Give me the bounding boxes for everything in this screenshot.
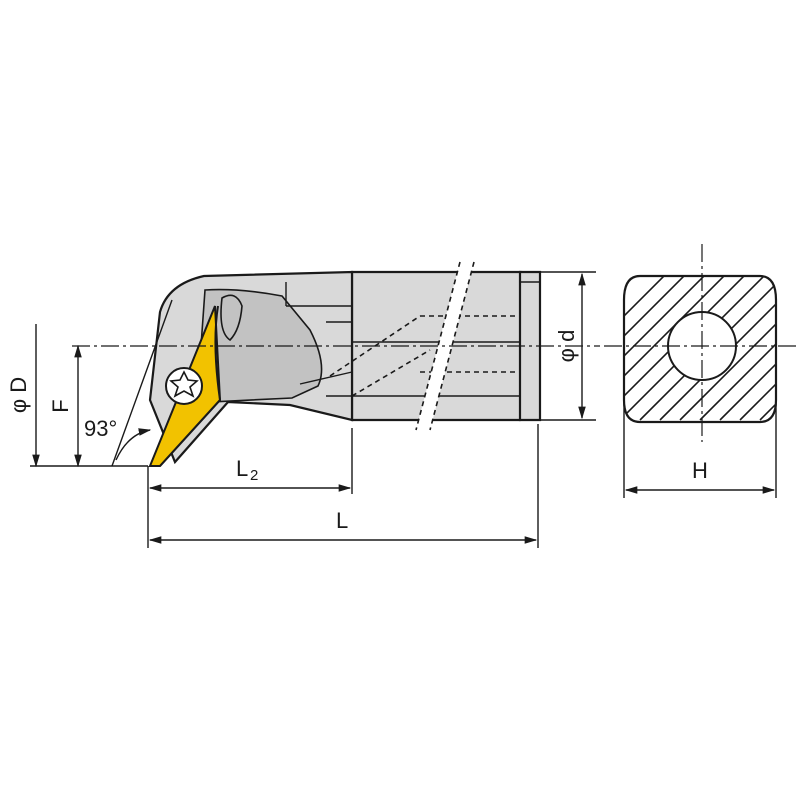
phi-D-label: φ D xyxy=(6,377,31,413)
dimension-F: F xyxy=(48,344,82,468)
F-label: F xyxy=(48,399,73,412)
dimension-phi-D: φ D xyxy=(6,324,148,468)
H-label: H xyxy=(692,458,708,483)
dimension-L2: L 2 xyxy=(147,428,353,548)
dimension-phi-d: φ d xyxy=(540,271,596,421)
dimension-H: H xyxy=(623,402,777,498)
L-label: L xyxy=(336,508,348,533)
L2-subscript: 2 xyxy=(250,467,258,484)
L2-label: L xyxy=(236,456,248,481)
angle-label: 93° xyxy=(84,416,117,441)
end-view-section xyxy=(604,244,800,442)
phi-d-label: φ d xyxy=(554,330,579,363)
dimension-L: L xyxy=(148,424,539,548)
dimension-angle: 93° xyxy=(84,299,173,467)
